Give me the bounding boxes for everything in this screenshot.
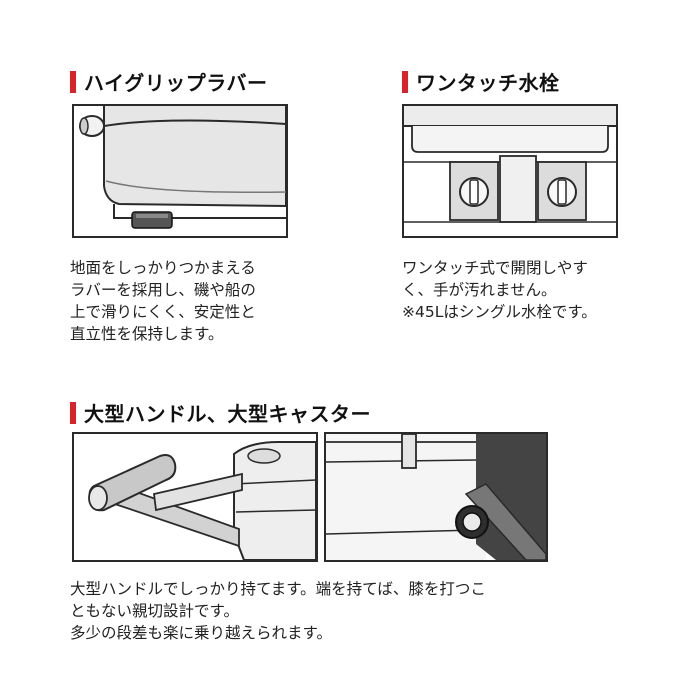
grip-desc-line: ラバーを採用し、磯や船の [70, 281, 256, 299]
caster-illustration [324, 432, 548, 562]
handle-desc-line: 大型ハンドルでしっかり持てます。端を持てば、膝を打つこ [70, 580, 486, 598]
heading-grip: ハイグリップラバー [70, 67, 268, 96]
grip-desc-line: 上で滑りにくく、安定性と [70, 303, 256, 321]
faucet-description: ワンタッチ式で開閉しやす く、手が汚れません。 ※45Lはシングル水栓です。 [402, 257, 597, 323]
grip-description: 地面をしっかりつかまえる ラバーを採用し、磯や船の 上で滑りにくく、安定性と 直… [70, 257, 256, 345]
handle-illustration [72, 432, 318, 562]
heading-handle: 大型ハンドル、大型キャスター [70, 398, 371, 427]
handle-desc-line: ともない親切設計です。 [70, 602, 239, 620]
faucet-desc-line: ※45Lはシングル水栓です。 [402, 303, 597, 321]
heading-faucet-title: ワンタッチ水栓 [416, 71, 560, 95]
faucet-desc-line: ワンタッチ式で開閉しやす [402, 259, 588, 277]
faucet-desc-line: く、手が汚れません。 [402, 281, 557, 299]
heading-accent-bar [70, 70, 76, 93]
faucet-illustration [402, 104, 618, 238]
heading-grip-title: ハイグリップラバー [84, 71, 268, 95]
handle-description: 大型ハンドルでしっかり持てます。端を持てば、膝を打つこ ともない親切設計です。 … [70, 578, 486, 644]
heading-accent-bar [70, 401, 76, 424]
heading-handle-title: 大型ハンドル、大型キャスター [84, 402, 371, 426]
grip-desc-line: 地面をしっかりつかまえる [70, 259, 256, 277]
grip-desc-line: 直立性を保持します。 [70, 325, 224, 343]
heading-faucet: ワンタッチ水栓 [402, 67, 560, 96]
handle-desc-line: 多少の段差も楽に乗り越えられます。 [70, 624, 332, 642]
grip-rubber-illustration [72, 104, 288, 238]
heading-accent-bar [402, 70, 408, 93]
